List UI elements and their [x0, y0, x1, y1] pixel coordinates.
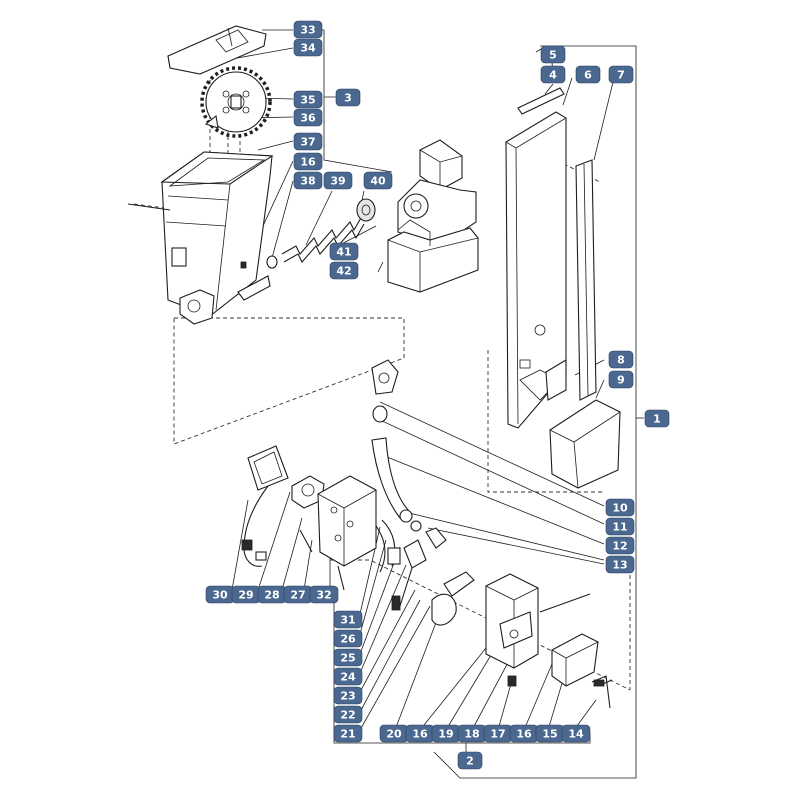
svg-text:18: 18	[464, 728, 479, 741]
callout-33: 33	[293, 20, 323, 39]
svg-text:36: 36	[300, 112, 316, 125]
svg-text:2: 2	[466, 755, 474, 768]
svg-text:39: 39	[330, 175, 345, 188]
svg-text:27: 27	[290, 589, 305, 602]
callout-42: 42	[329, 261, 359, 280]
svg-text:38: 38	[300, 175, 315, 188]
callout-20: 20	[379, 724, 409, 743]
svg-text:7: 7	[617, 69, 625, 82]
svg-text:20: 20	[386, 728, 402, 741]
svg-text:8: 8	[617, 354, 625, 367]
svg-text:33: 33	[300, 24, 315, 37]
callout-10: 10	[605, 498, 635, 517]
svg-text:12: 12	[612, 540, 627, 553]
svg-text:22: 22	[340, 709, 355, 722]
svg-text:34: 34	[300, 42, 316, 55]
svg-text:29: 29	[238, 589, 253, 602]
callout-39: 39	[323, 171, 353, 190]
callout-16-mid: 16	[405, 724, 435, 743]
callout-7: 7	[608, 65, 634, 84]
svg-text:5: 5	[549, 49, 557, 62]
callout-25: 25	[333, 648, 363, 667]
svg-text:15: 15	[542, 728, 557, 741]
motor-unit	[387, 139, 479, 293]
callout-tags: 33 34 3 35 36 37 16 38 39 40 41 42 5 4 6…	[205, 20, 670, 770]
callout-2: 2	[457, 751, 483, 770]
callout-23: 23	[333, 686, 363, 705]
mixing-hose-assembly	[371, 359, 422, 532]
svg-text:26: 26	[340, 633, 356, 646]
svg-text:42: 42	[336, 265, 351, 278]
callout-4: 4	[540, 65, 566, 84]
callout-22: 22	[333, 705, 363, 724]
callout-32: 32	[309, 585, 339, 604]
callout-17: 17	[483, 724, 513, 743]
callout-29: 29	[231, 585, 261, 604]
callout-3: 3	[335, 88, 361, 107]
auger-spring	[281, 215, 365, 263]
callout-11: 11	[605, 517, 635, 536]
svg-text:30: 30	[212, 589, 228, 602]
callout-6: 6	[575, 65, 601, 84]
callout-31: 31	[333, 610, 363, 629]
svg-text:16: 16	[516, 728, 532, 741]
hopper-assembly	[127, 25, 376, 325]
callout-36: 36	[293, 108, 323, 127]
callout-24: 24	[333, 667, 363, 686]
svg-text:23: 23	[340, 690, 355, 703]
callout-16-right: 16	[509, 724, 539, 743]
callout-26: 26	[333, 629, 363, 648]
callout-12: 12	[605, 536, 635, 555]
svg-text:40: 40	[370, 175, 386, 188]
svg-text:13: 13	[612, 559, 627, 572]
callout-21: 21	[333, 724, 363, 743]
svg-text:9: 9	[617, 374, 625, 387]
callout-27: 27	[283, 585, 313, 604]
svg-text:35: 35	[300, 94, 315, 107]
callout-5: 5	[540, 45, 566, 64]
callout-8: 8	[608, 350, 634, 369]
callout-16-top: 16	[293, 152, 323, 171]
gear-teeth	[200, 66, 272, 138]
callout-18: 18	[457, 724, 487, 743]
svg-text:24: 24	[340, 671, 356, 684]
svg-text:17: 17	[490, 728, 505, 741]
bottom-assembly	[241, 445, 613, 709]
svg-text:10: 10	[612, 502, 628, 515]
svg-text:19: 19	[438, 728, 453, 741]
svg-text:28: 28	[264, 589, 279, 602]
svg-text:16: 16	[412, 728, 428, 741]
callout-13: 13	[605, 555, 635, 574]
callout-30: 30	[205, 585, 235, 604]
svg-text:1: 1	[653, 413, 661, 426]
svg-text:41: 41	[336, 246, 351, 259]
callout-15: 15	[535, 724, 565, 743]
svg-text:16: 16	[300, 156, 316, 169]
callout-41: 41	[329, 242, 359, 261]
svg-text:25: 25	[340, 652, 355, 665]
coupling-gear	[356, 198, 376, 222]
svg-text:6: 6	[584, 69, 592, 82]
svg-text:11: 11	[612, 521, 627, 534]
callout-38: 38	[293, 171, 323, 190]
svg-text:3: 3	[344, 92, 352, 105]
callout-37: 37	[293, 132, 323, 151]
callout-28: 28	[257, 585, 287, 604]
svg-text:14: 14	[568, 728, 584, 741]
svg-text:32: 32	[316, 589, 331, 602]
svg-text:31: 31	[340, 614, 355, 627]
svg-text:4: 4	[549, 69, 557, 82]
svg-text:21: 21	[340, 728, 355, 741]
callout-14: 14	[561, 724, 591, 743]
right-panel-assembly	[505, 87, 621, 489]
callout-34: 34	[293, 38, 323, 57]
callout-19: 19	[431, 724, 461, 743]
callout-40: 40	[363, 171, 393, 190]
callout-1: 1	[644, 409, 670, 428]
callout-9: 9	[608, 370, 634, 389]
callout-35: 35	[293, 90, 323, 109]
svg-text:37: 37	[300, 136, 315, 149]
